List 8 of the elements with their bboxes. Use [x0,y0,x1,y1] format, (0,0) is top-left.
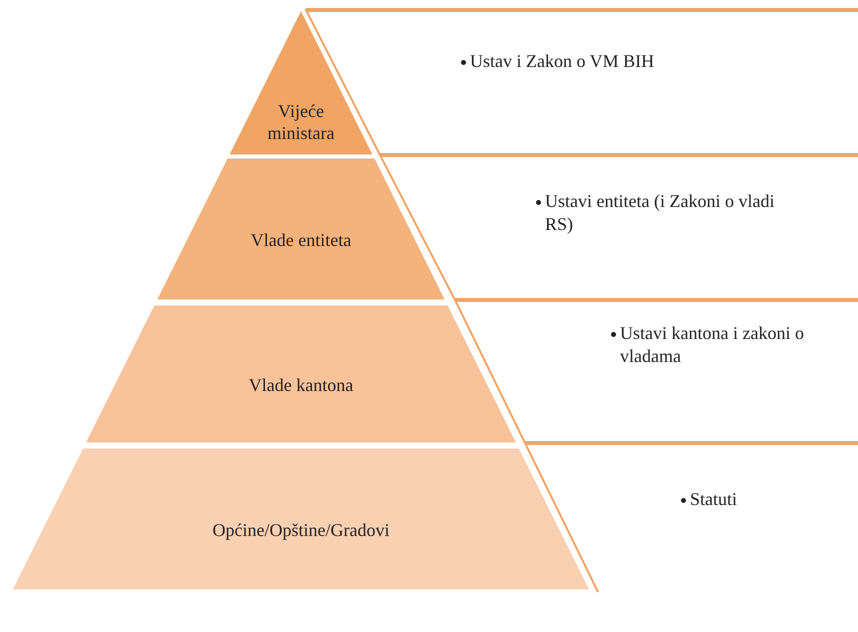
level-label: Vijeće ministara [266,100,336,145]
bullet-text: Statuti [690,488,738,510]
bullet-text: Ustavi entiteta (i Zakoni o vladi RS) [545,190,776,235]
bullet-text: Ustav i Zakon o VM BIH [470,50,654,72]
bullet-text: Ustavi kantona i zakoni o vladama [620,322,805,367]
level-label: Vlade kantona [248,374,354,396]
level-label: Općine/Opštine/Gradovi [212,519,390,542]
level-label: Vlade entiteta [250,229,352,252]
